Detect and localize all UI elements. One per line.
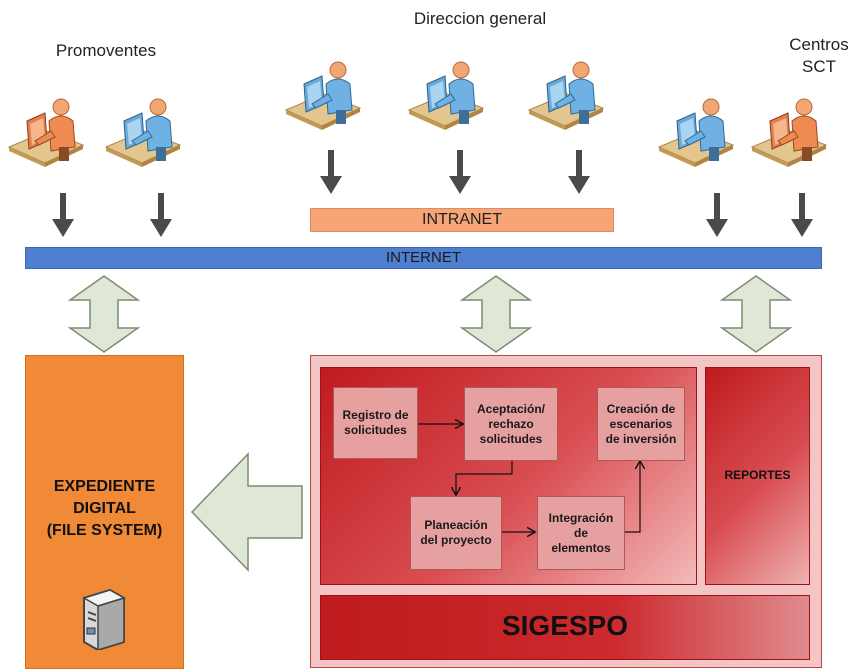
expediente-digital-box: EXPEDIENTE DIGITAL (FILE SYSTEM) bbox=[25, 355, 184, 669]
double-arrow-vertical-icon bbox=[460, 274, 532, 354]
arrow-down-icon bbox=[150, 193, 172, 237]
step-integracion-elementos: Integración de elementos bbox=[537, 496, 625, 570]
group-label-direccion: Direccion general bbox=[413, 9, 547, 28]
sigespo-title: SIGESPO bbox=[501, 610, 629, 641]
sigespo-panel: SIGESPO bbox=[320, 595, 810, 660]
step-registro-solicitudes: Registro de solicitudes bbox=[333, 387, 418, 459]
intranet-bar: INTRANET bbox=[310, 208, 614, 232]
arrow-down-icon bbox=[568, 150, 590, 194]
user-workstation-icon bbox=[405, 58, 485, 138]
step-aceptacion-rechazo: Aceptación/ rechazo solicitudes bbox=[464, 387, 558, 461]
group-label-promoventes: Promoventes bbox=[55, 41, 157, 60]
double-arrow-vertical-icon bbox=[68, 274, 140, 354]
arrow-down-icon bbox=[52, 193, 74, 237]
step-planeacion-proyecto: Planeación del proyecto bbox=[410, 496, 502, 570]
server-icon bbox=[82, 589, 126, 650]
user-workstation-icon bbox=[5, 95, 85, 175]
user-workstation-icon bbox=[102, 95, 182, 175]
user-workstation-icon bbox=[282, 58, 362, 138]
user-workstation-icon bbox=[525, 58, 605, 138]
expediente-label: EXPEDIENTE DIGITAL (FILE SYSTEM) bbox=[46, 478, 163, 539]
step-creacion-escenarios: Creación de escenarios de inversión bbox=[597, 387, 685, 461]
reportes-panel: REPORTES bbox=[705, 367, 810, 585]
group-label-centros: Centros SCT bbox=[789, 35, 849, 76]
reportes-label: REPORTES bbox=[724, 468, 791, 482]
arrow-down-icon bbox=[791, 193, 813, 237]
arrow-left-icon bbox=[190, 452, 303, 572]
arrow-down-icon bbox=[449, 150, 471, 194]
arrow-down-icon bbox=[706, 193, 728, 237]
user-workstation-icon bbox=[655, 95, 735, 175]
user-workstation-icon bbox=[748, 95, 828, 175]
arrow-down-icon bbox=[320, 150, 342, 194]
internet-bar: INTERNET bbox=[25, 247, 822, 269]
double-arrow-vertical-icon bbox=[720, 274, 792, 354]
